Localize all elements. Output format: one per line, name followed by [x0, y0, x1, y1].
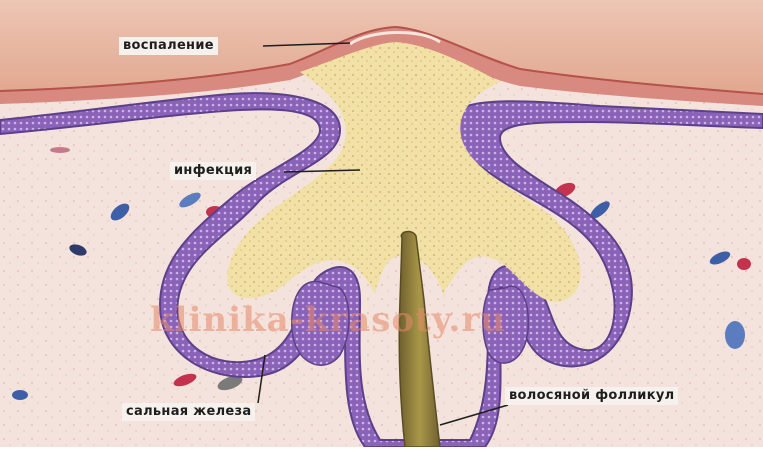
label-inflammation: воспаление	[119, 37, 218, 55]
label-infection: инфекция	[170, 162, 256, 180]
watermark-text: klinika-krasoty.ru	[150, 300, 506, 340]
label-hair-follicle: волосяной фолликул	[505, 387, 678, 405]
label-sebaceous-gland: сальная железа	[122, 403, 255, 421]
